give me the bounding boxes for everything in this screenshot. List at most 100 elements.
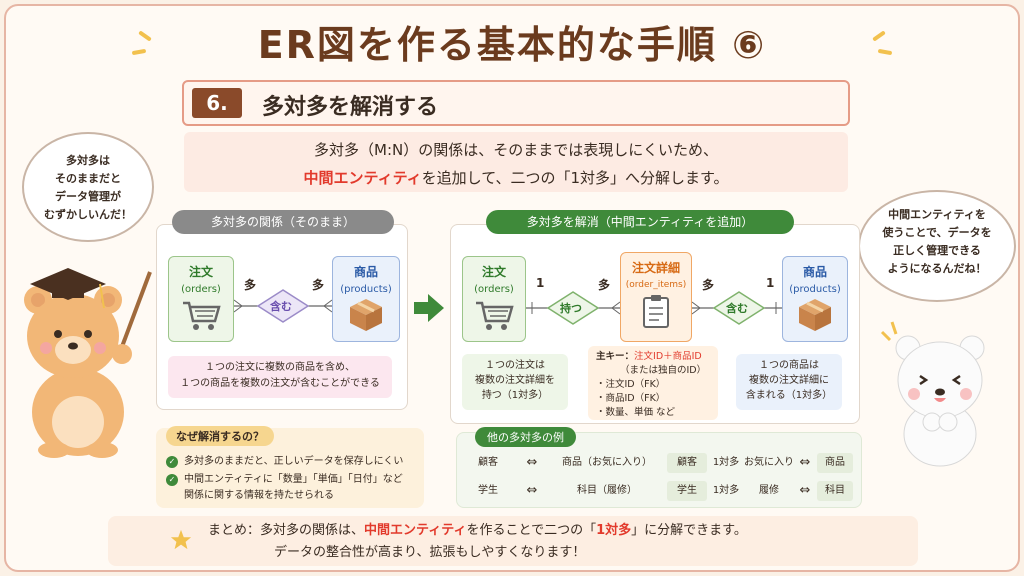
cart-icon [476,301,514,330]
field-item: ・注文ID（FK） [596,379,666,390]
page-title: ER図を作る基本的な手順 ⑥ [257,23,767,67]
bubble-line: 使うことで、データを [882,226,992,239]
intro-line-2: 中間エンティティを追加して、二つの「1対多」へ分解します。 [184,164,848,192]
cardinality-label: 1 [536,276,545,290]
entity-name: 商品 [353,265,378,279]
check-icon: ✓ [166,474,178,486]
key-value: 注文ID＋商品ID [634,351,702,362]
example-cell: 顧客 [478,457,498,468]
step-label: 多対多を解消する [262,95,439,120]
note-line: １つの商品を複数の注文が含むことができる [180,378,380,389]
check-icon: ✓ [166,456,178,468]
why-text: 多対多のままだと、正しいデータを保存しにくい [184,456,404,467]
bubble-line: データ管理が [55,190,121,203]
summary-text: まとめ：多対多の関係は、 [208,523,365,538]
products-note: １つの商品は 複数の注文詳細に 含まれる（1対多） [736,354,842,410]
summary-line-2: データの整合性が高まり、拡張もしやすくなります！ [274,545,586,560]
speech-bubble-left: 多対多は そのままだと データ管理が むずかしいんだ！ [22,132,154,242]
relationship-label: 持つ [560,302,582,315]
note-line: １つの商品は [759,360,819,371]
orders-note: １つの注文は 複数の注文詳細を 持つ（1対多） [462,354,568,410]
left-explanation-note: １つの注文に複数の商品を含め、 １つの商品を複数の注文が含むことができる [168,356,392,398]
cardinality-label: 多 [702,278,715,292]
relationship-diamond: 含む [256,288,310,324]
note-line: 含まれる（1対多） [745,390,833,401]
example-cell: 顧客 [667,453,707,473]
bubble-line: むずかしいんだ！ [44,208,132,221]
example-cell: ⇔ [799,455,811,470]
summary-highlight: 1対多 [596,523,632,538]
why-text: 関係に関する情報を持たせられる [184,490,334,501]
example-cell: 1対多 [712,485,740,496]
left-panel-title: 多対多の関係（そのまま） [172,210,394,234]
summary-highlight: 中間エンティティ [364,523,467,538]
why-box: なぜ解消するの？ ✓ 多対多のままだと、正しいデータを保存しにくい ✓中間エンティ… [156,426,424,508]
entity-products: 商品 (products) [782,256,848,342]
relationship-diamond: 持つ [546,290,600,326]
entity-orders: 注文 (orders) [168,256,234,342]
example-cell: 学生 [667,481,707,501]
example-cell: ⇔ [799,483,811,498]
key-label: 主キー： [596,351,635,362]
example-cell: 履修 [759,485,779,496]
summary-text: 」に分解できます。 [631,523,747,538]
note-line: 複数の注文詳細に [749,375,829,386]
example-cell: 商品 [817,453,853,473]
arrow-right-icon [414,294,444,322]
relationship-label: 含む [726,302,748,315]
intro-highlight: 中間エンティティ [303,169,422,187]
relationship-diamond: 含む [712,290,766,326]
why-title: なぜ解消するの？ [166,426,274,446]
summary-box: まとめ：多対多の関係は、中間エンティティを作ることで二つの「1対多」に分解できま… [108,516,918,566]
cardinality-label: 多 [244,278,257,292]
note-line: １つの注文に複数の商品を含め、 [205,362,355,373]
box-icon [799,299,831,331]
field-item: ・商品ID（FK） [596,393,666,404]
clipboard-icon [643,295,669,328]
speech-bubble-right: 中間エンティティを 使うことで、データを 正しく管理できる ようになるんだね！ [858,190,1016,302]
bubble-line: ようになるんだね！ [887,262,987,275]
star-icon [170,529,192,550]
white-bear-icon [880,321,985,467]
entity-orders: 注文 (orders) [462,256,526,342]
entity-name: 商品 [802,265,827,279]
why-item: ✓中間エンティティに「数量」「単価」「日付」など [166,472,403,488]
entity-name: 注文詳細 [631,261,680,275]
teacher-bear-icon [24,268,152,458]
why-item: ✓ 多対多のままだと、正しいデータを保存しにくい [166,454,403,470]
examples-title: 他の多対多の例 [475,427,576,447]
entity-order-items: 注文詳細 (order_items) [620,252,692,342]
entity-sub: (products) [340,284,392,295]
right-panel-title: 多対多を解消（中間エンティティを追加） [486,210,794,234]
example-cell: お気に入り [744,457,794,468]
relationship-label: 含む [270,300,292,313]
bubble-line: そのままだと [55,172,121,185]
example-cell: 科目 [817,481,853,501]
step-header: 6. 多対多を解消する [182,80,850,126]
summary-text: を作ることで二つの「 [466,523,597,538]
intro-line-2-rest: を追加して、二つの「1対多」へ分解します。 [421,169,729,187]
cart-icon [183,301,221,330]
entity-sub: (orders) [474,284,514,295]
entity-sub: (order_items) [625,280,687,290]
entity-name: 注文 [188,265,213,279]
note-line: 持つ（1対多） [481,390,549,401]
order-items-note: 主キー：注文ID＋商品ID （または独自のID） ・注文ID（FK） ・商品ID… [588,346,718,420]
example-cell: 1対多 [712,457,740,468]
cardinality-label: 多 [312,278,325,292]
box-icon [350,299,382,331]
entity-products: 商品 (products) [332,256,400,342]
example-cell: ⇔ [526,455,538,470]
bubble-line: 多対多は [66,154,110,167]
bubble-line: 中間エンティティを [888,208,986,221]
summary-line-1: まとめ：多対多の関係は、中間エンティティを作ることで二つの「1対多」に分解できま… [208,520,747,542]
example-cell: 学生 [478,485,498,496]
examples-box: 他の多対多の例 顧客 ⇔ 商品（お気に入り） 顧客 1対多 お気に入り ⇔ 商品… [456,427,862,508]
intro-text: 多対多（M:N）の関係は、そのままでは表現しにくいため、 中間エンティティを追加… [184,132,848,192]
entity-name: 注文 [481,265,506,279]
note-line: １つの注文は [485,360,545,371]
key-alt: （または独自のID） [620,365,707,376]
cardinality-label: 1 [766,276,775,290]
note-line: 複数の注文詳細を [475,375,555,386]
primary-key-line: 主キー：注文ID＋商品ID [596,350,718,364]
